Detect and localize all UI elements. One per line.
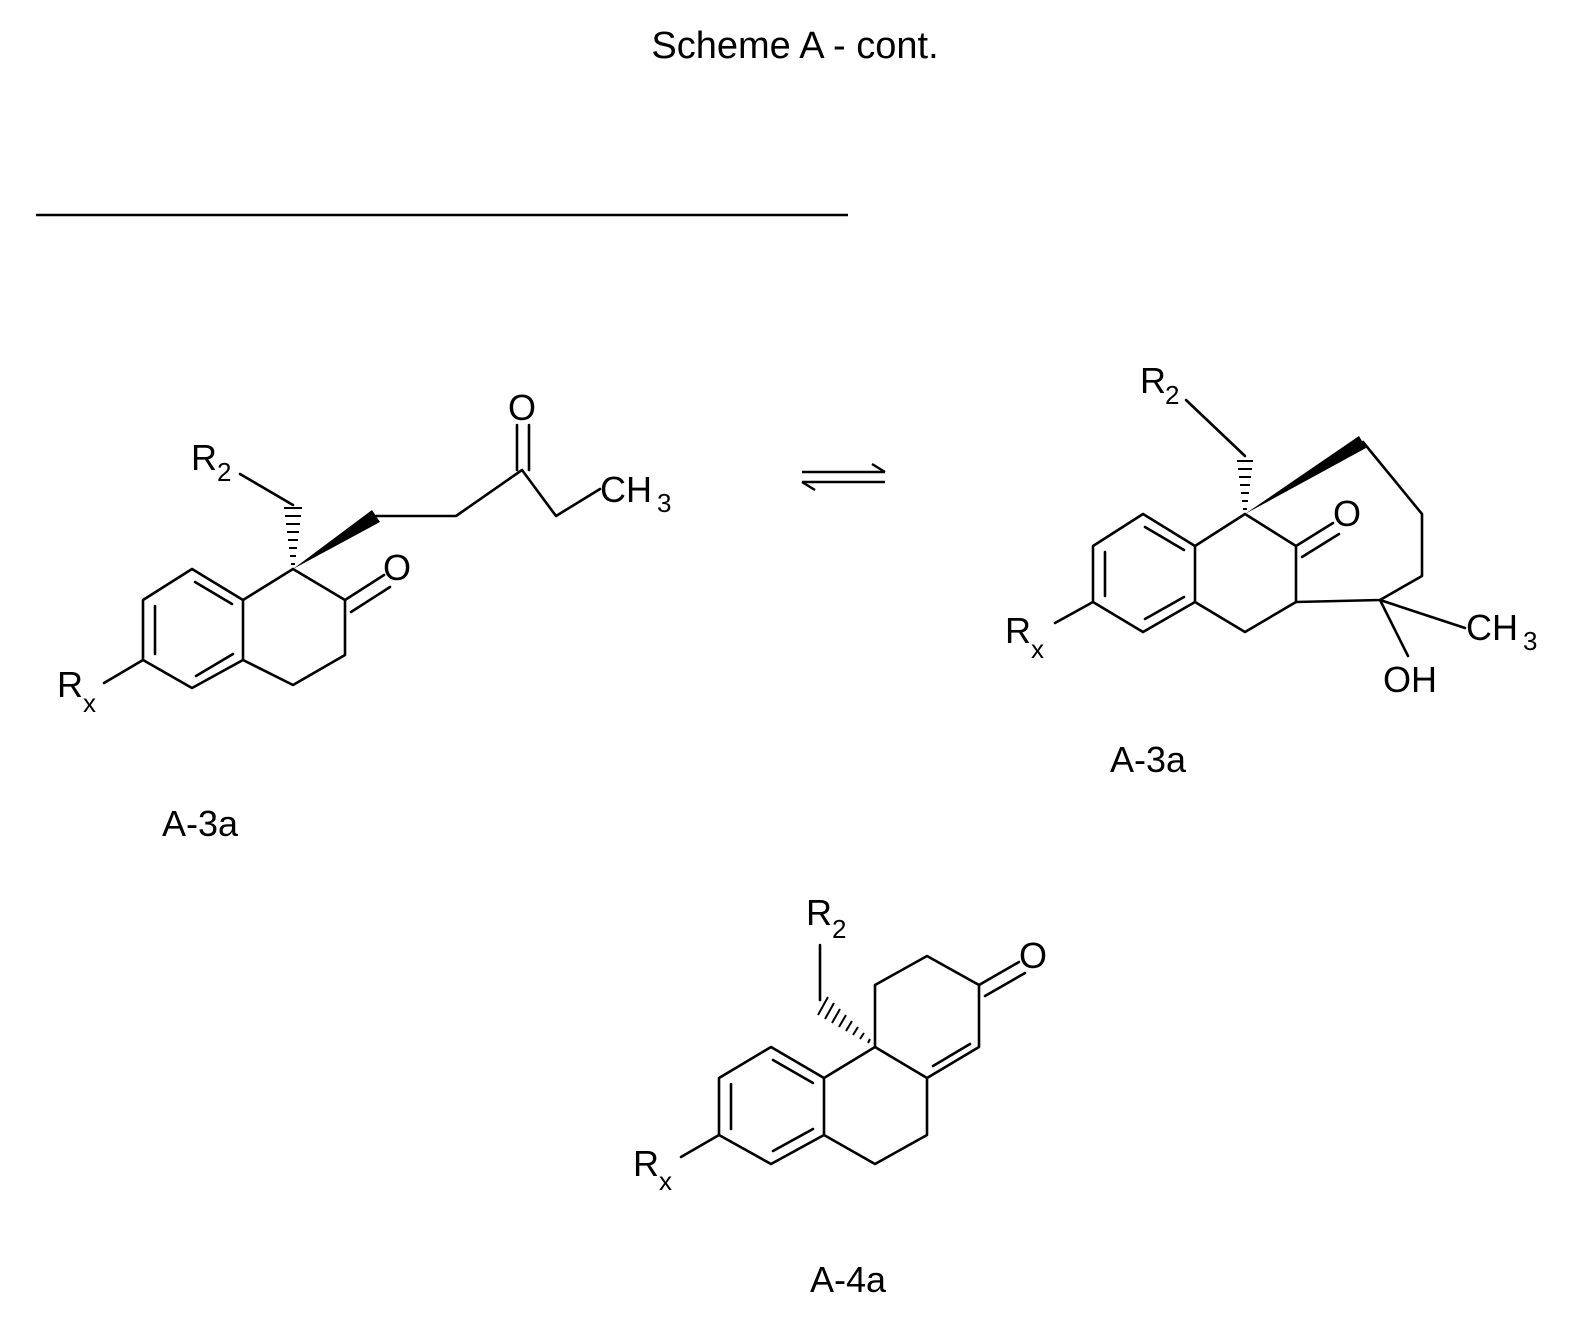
bold-wedge-left — [293, 510, 380, 569]
hashed-wedge-right — [1237, 461, 1253, 509]
r2-label-left: R — [191, 437, 217, 478]
aromatic-double-bond — [1145, 527, 1184, 550]
cyclohexanone-ring-left — [243, 569, 345, 685]
oxygen-bottom: O — [1019, 935, 1047, 976]
equilibrium-arrow — [802, 464, 885, 490]
hashed-wedge-left — [284, 508, 302, 564]
compound-label-bottom: A-4a — [810, 1259, 887, 1300]
compound-label-left: A-3a — [162, 803, 239, 844]
rx-label-left: R — [57, 664, 83, 705]
rx-subscript-left: x — [83, 688, 96, 718]
ch3-subscript-left: 3 — [657, 488, 671, 518]
oh-label-right: OH — [1383, 659, 1437, 700]
hashed-wedge-bottom — [818, 997, 870, 1043]
compound-label-right: A-3a — [1110, 739, 1187, 780]
aromatic-double-bond — [773, 1129, 813, 1151]
aromatic-double-bond — [1145, 597, 1184, 619]
scheme-title: Scheme A - cont. — [651, 25, 938, 67]
aromatic-double-bond — [773, 1060, 813, 1083]
rx-bond — [104, 660, 143, 683]
oxygen-chain-left: O — [508, 387, 536, 428]
r2-label-right: R — [1140, 360, 1166, 401]
carbonyl-bond — [351, 587, 390, 612]
aromatic-ring-right — [1093, 514, 1195, 632]
rx-subscript-right: x — [1031, 634, 1044, 664]
aromatic-double-bond — [195, 582, 232, 604]
r2-subscript-bottom: 2 — [832, 914, 846, 944]
r2-label-bottom: R — [806, 892, 832, 933]
middle-ring-bottom — [824, 1047, 927, 1164]
ch3-label-right: CH — [1466, 607, 1518, 648]
aromatic-double-bond — [196, 654, 233, 676]
carbonyl-bond — [345, 575, 384, 600]
ch2-r2-bond — [1186, 400, 1245, 456]
aromatic-ring-bottom — [719, 1047, 824, 1164]
ch3-subscript-right: 3 — [1523, 626, 1537, 656]
rx-subscript-bottom: x — [659, 1166, 672, 1196]
oxygen-ring-left: O — [383, 547, 411, 588]
rx-label-right: R — [1005, 610, 1031, 651]
ch3-label-left: CH — [600, 469, 652, 510]
rx-label-bottom: R — [633, 1143, 659, 1184]
ketone-ring-right — [1195, 514, 1296, 632]
side-chain-left — [376, 470, 600, 516]
oxygen-right: O — [1333, 493, 1361, 534]
rx-bond — [1055, 602, 1093, 623]
rx-bond — [681, 1135, 719, 1157]
carbonyl-bond — [985, 973, 1025, 996]
ch2-r2-bond — [240, 474, 293, 505]
r2-subscript-right: 2 — [1165, 380, 1179, 410]
carbonyl-bond — [979, 962, 1019, 985]
structure-right: O CH 3 OH R 2 R x — [1005, 360, 1537, 700]
structure-left: O R x R 2 O CH 3 — [57, 387, 671, 718]
r2-subscript-left: 2 — [217, 457, 231, 487]
aromatic-ring-left — [143, 569, 243, 688]
enone-ring-bottom — [875, 956, 979, 1078]
structure-bottom: O R 2 R x — [633, 892, 1047, 1196]
